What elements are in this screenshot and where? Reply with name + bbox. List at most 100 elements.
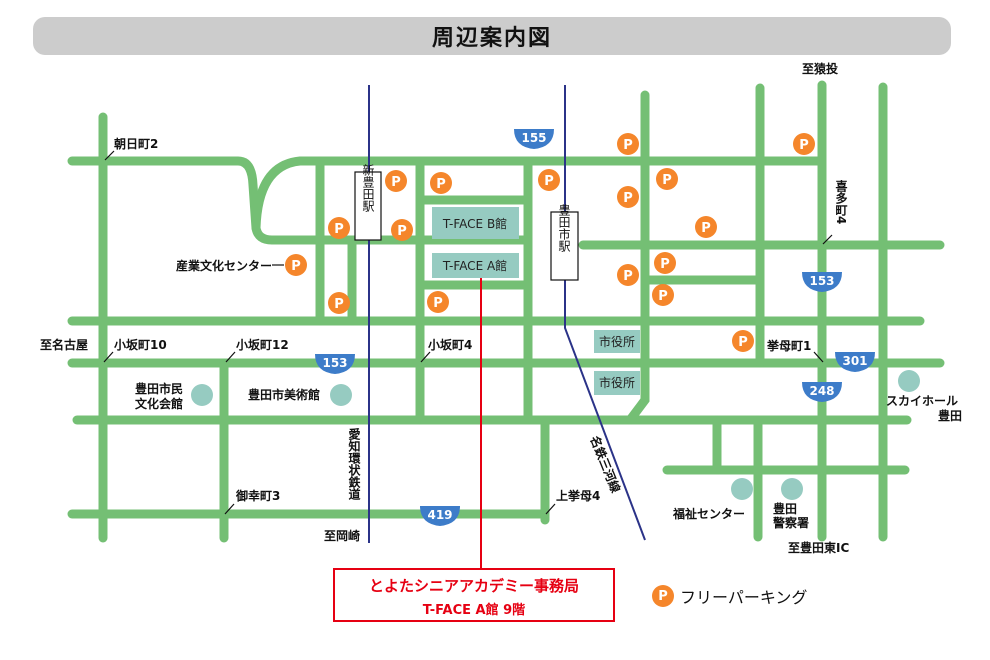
parking-icon[interactable]: P xyxy=(391,219,413,241)
svg-text:248: 248 xyxy=(809,384,834,398)
svg-text:P: P xyxy=(623,191,633,206)
parking-icon[interactable]: P xyxy=(652,284,674,306)
svg-text:P: P xyxy=(799,138,809,153)
parking-icon[interactable]: P xyxy=(285,254,307,276)
shintoyota-label: 新豊田駅 xyxy=(361,163,375,213)
station-toyotashi[interactable]: 豊田市駅 xyxy=(550,204,579,281)
label-industry-culture-center: 産業文化センター xyxy=(176,258,272,273)
parking-icon[interactable]: P xyxy=(732,330,754,352)
destination-location: T-FACE A館 9階 xyxy=(422,603,526,618)
svg-text:153: 153 xyxy=(809,274,834,288)
svg-text:P: P xyxy=(738,335,748,350)
city-hall-2-label: 市役所 xyxy=(599,375,635,390)
svg-text:P: P xyxy=(291,259,301,274)
parking-marks: P P P P P P P P P P P P P P P P P xyxy=(285,133,815,352)
label-kiromo1: 挙母町1 xyxy=(766,338,811,353)
label-aichi-loop-railway: 愛知環状鉄道 xyxy=(347,427,361,501)
svg-text:P: P xyxy=(623,138,633,153)
route-shield-155: 155 xyxy=(514,129,554,149)
route-shield-248: 248 xyxy=(802,382,842,402)
label-civic-hall-1: 豊田市民 xyxy=(135,381,183,396)
label-sky-hall-1: スカイホール xyxy=(886,394,958,408)
parking-icon[interactable]: P xyxy=(617,133,639,155)
label-police-2: 警察署 xyxy=(772,515,809,530)
tface-b-label: T-FACE B館 xyxy=(442,216,507,231)
svg-text:P: P xyxy=(334,222,344,237)
parking-icon[interactable]: P xyxy=(695,216,717,238)
svg-text:P: P xyxy=(660,257,670,272)
facility-art-museum-icon[interactable] xyxy=(330,384,352,406)
parking-legend-icon: P xyxy=(652,585,674,607)
label-welfare-center: 福祉センター xyxy=(672,506,745,521)
parking-icon[interactable]: P xyxy=(617,264,639,286)
label-kamikiromo4: 上挙母4 xyxy=(556,488,600,503)
svg-text:P: P xyxy=(658,289,668,304)
facility-welfare-center-icon[interactable] xyxy=(731,478,753,500)
facility-civic-hall-icon[interactable] xyxy=(191,384,213,406)
destination-name: とよたシニアアカデミー事務局 xyxy=(368,577,579,595)
label-to-okazaki: 至岡崎 xyxy=(324,528,360,543)
svg-text:P: P xyxy=(433,296,443,311)
map-title: 周辺案内図 xyxy=(431,26,552,51)
road-v-cityhall xyxy=(625,90,650,425)
parking-icon[interactable]: P xyxy=(793,133,815,155)
route-shield-153-east: 153 xyxy=(802,272,842,292)
roads xyxy=(67,80,945,543)
building-tface-b[interactable]: T-FACE B館 xyxy=(432,207,519,239)
svg-text:P: P xyxy=(623,269,633,284)
svg-text:P: P xyxy=(397,224,407,239)
parking-icon[interactable]: P xyxy=(654,252,676,274)
route-shield-153-west: 153 xyxy=(315,354,355,374)
svg-text:P: P xyxy=(334,297,344,312)
route-shield-301: 301 xyxy=(835,352,875,372)
facility-sky-hall-icon[interactable] xyxy=(898,370,920,392)
building-tface-a[interactable]: T-FACE A館 xyxy=(432,253,519,278)
svg-text:P: P xyxy=(662,173,672,188)
svg-text:P: P xyxy=(391,175,401,190)
label-kosaka12: 小坂町12 xyxy=(236,337,289,352)
rail-meitetsu xyxy=(564,85,646,541)
label-kosaka10: 小坂町10 xyxy=(114,337,167,352)
label-to-nagoya: 至名古屋 xyxy=(40,337,88,352)
station-shintoyota[interactable]: 新豊田駅 xyxy=(354,163,382,241)
svg-text:301: 301 xyxy=(842,354,867,368)
parking-icon[interactable]: P xyxy=(538,169,560,191)
svg-text:153: 153 xyxy=(322,356,347,370)
facility-police-icon[interactable] xyxy=(781,478,803,500)
legend-label: フリーパーキング xyxy=(680,588,808,607)
railways xyxy=(368,85,646,543)
parking-icon[interactable]: P xyxy=(427,291,449,313)
parking-icon[interactable]: P xyxy=(430,172,452,194)
svg-text:P: P xyxy=(544,174,554,189)
parking-icon[interactable]: P xyxy=(656,168,678,190)
map-title-bar: 周辺案内図 xyxy=(33,17,951,55)
city-hall-1-label: 市役所 xyxy=(599,334,635,349)
label-gokomachi3: 御幸町3 xyxy=(235,488,280,503)
label-to-toyota-higashi-ic: 至豊田東IC xyxy=(788,540,849,555)
svg-text:P: P xyxy=(701,221,711,236)
toyotashi-label: 豊田市駅 xyxy=(557,204,571,253)
parking-icon[interactable]: P xyxy=(328,292,350,314)
building-city-hall-1[interactable]: 市役所 xyxy=(594,330,640,353)
label-kosaka4: 小坂町4 xyxy=(428,337,472,352)
label-police-1: 豊田 xyxy=(773,501,797,516)
destination-callout: とよたシニアアカデミー事務局 T-FACE A館 9階 xyxy=(333,568,615,622)
label-kitamachi4: 喜多町4 xyxy=(834,179,848,225)
svg-text:155: 155 xyxy=(521,131,546,145)
label-art-museum: 豊田市美術館 xyxy=(248,387,320,402)
parking-icon[interactable]: P xyxy=(385,170,407,192)
route-shield-419: 419 xyxy=(420,506,460,526)
label-to-sanage: 至猿投 xyxy=(802,61,838,76)
label-civic-hall-2: 文化会館 xyxy=(135,396,183,411)
svg-text:419: 419 xyxy=(427,508,452,522)
label-asahi2: 朝日町2 xyxy=(114,136,158,151)
parking-icon[interactable]: P xyxy=(328,217,350,239)
label-sky-hall-2: 豊田 xyxy=(938,408,962,423)
tface-a-label: T-FACE A館 xyxy=(442,258,507,273)
leader-lines xyxy=(103,150,833,515)
building-city-hall-2[interactable]: 市役所 xyxy=(594,371,640,395)
parking-icon[interactable]: P xyxy=(617,186,639,208)
svg-text:P: P xyxy=(436,177,446,192)
legend-free-parking: P フリーパーキング xyxy=(652,584,807,608)
